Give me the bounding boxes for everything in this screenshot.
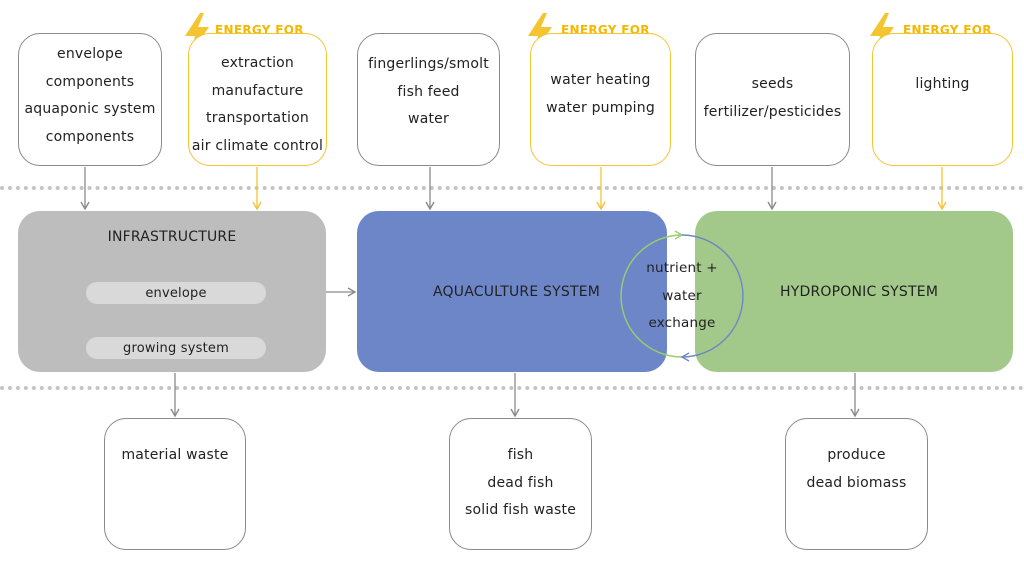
output-box-lines: fish dead fish solid fish waste (450, 442, 591, 525)
input-line: fertilizer/pesticides (703, 103, 842, 120)
input-box-infrastructure: envelope components aquaponic system com… (18, 33, 162, 166)
input-line: envelope (57, 46, 123, 62)
energy-line: transportation (206, 110, 309, 126)
energy-box-hydroponic: lighting (872, 33, 1013, 166)
output-box-lines: produce dead biomass (786, 442, 927, 497)
input-box-hydroponic: seeds fertilizer/pesticides (695, 33, 850, 166)
input-line: seeds (751, 76, 794, 92)
input-line: fingerlings/smolt (368, 56, 489, 72)
output-box-hydroponic: produce dead biomass (785, 418, 928, 550)
input-line: components (45, 73, 135, 90)
component-envelope: envelope (86, 282, 266, 304)
output-line: fish (507, 447, 534, 463)
output-line: dead fish (487, 474, 554, 491)
exchange-arc-green (620, 230, 684, 358)
input-line: fish feed (397, 83, 460, 100)
infrastructure-title: INFRASTRUCTURE (107, 229, 237, 245)
lightning-bolt-icon (185, 13, 209, 53)
exchange-line: nutrient + (646, 260, 718, 276)
energy-line: lighting (915, 76, 970, 92)
energy-line: manufacture (211, 82, 304, 99)
exchange-arc-blue (680, 234, 744, 362)
infrastructure-box: INFRASTRUCTURE envelope growing system (18, 211, 326, 372)
exchange-label: nutrient + water exchange (620, 255, 744, 338)
output-line: dead biomass (806, 474, 907, 491)
energy-box-lines: water heating water pumping (531, 67, 670, 122)
input-line: water (408, 111, 449, 127)
hydroponic-title: HYDROPONIC SYSTEM (780, 283, 939, 300)
energy-box-lines: lighting (873, 71, 1012, 99)
hydroponic-box: HYDROPONIC SYSTEM (695, 211, 1013, 372)
input-box-lines: envelope components aquaponic system com… (19, 41, 161, 151)
energy-line: water pumping (546, 99, 655, 116)
energy-line: extraction (221, 55, 294, 71)
divider-top (0, 186, 1024, 190)
output-box-lines: material waste (105, 442, 245, 470)
energy-box-lines: extraction manufacture transportation ai… (189, 50, 326, 160)
component-growing-system: growing system (86, 337, 266, 359)
exchange-line: exchange (648, 315, 716, 331)
input-box-lines: seeds fertilizer/pesticides (696, 71, 849, 126)
energy-box-infrastructure: extraction manufacture transportation ai… (188, 33, 327, 166)
exchange-line: water (662, 287, 702, 304)
output-line: material waste (121, 447, 229, 463)
input-line: aquaponic system (24, 101, 156, 117)
input-box-aquaculture: fingerlings/smolt fish feed water (357, 33, 500, 166)
output-box-infrastructure: material waste (104, 418, 246, 550)
divider-bottom (0, 386, 1024, 390)
energy-line: air climate control (191, 137, 324, 154)
lightning-bolt-icon (528, 13, 552, 53)
output-line: solid fish waste (464, 502, 577, 518)
aquaculture-box: AQUACULTURE SYSTEM (357, 211, 667, 372)
output-line: produce (827, 447, 886, 463)
aquaculture-title: AQUACULTURE SYSTEM (433, 283, 601, 300)
input-box-lines: fingerlings/smolt fish feed water (358, 51, 499, 134)
energy-box-aquaculture: water heating water pumping (530, 33, 671, 166)
output-box-aquaculture: fish dead fish solid fish waste (449, 418, 592, 550)
lightning-bolt-icon (870, 13, 894, 53)
energy-line: water heating (550, 72, 651, 88)
input-line: components (45, 128, 135, 145)
